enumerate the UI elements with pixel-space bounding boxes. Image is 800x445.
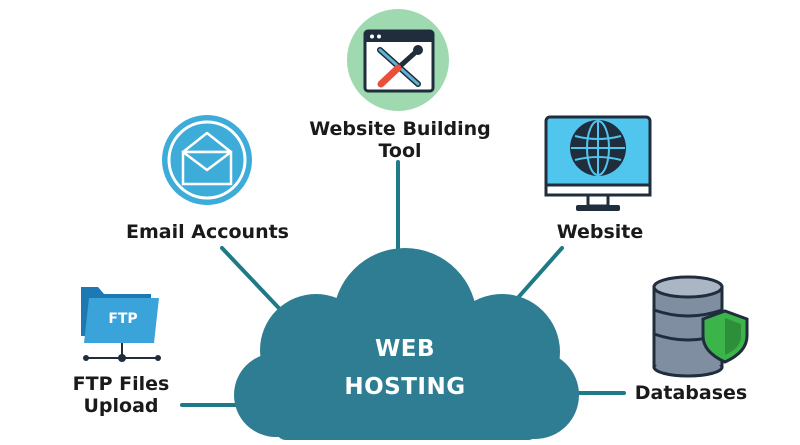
web-hosting-title: WEB HOSTING [320,330,490,406]
tools-window-icon [347,9,449,111]
website-building-tool-line2: Tool [378,140,422,162]
web-hosting-line1: WEB [374,336,436,362]
website-building-tool-line1: Website Building [309,118,491,140]
ftp-folder-icon [81,287,161,362]
website-building-tool-label: Website Building Tool [305,118,495,162]
ftp-icon-text: FTP [108,311,138,327]
database-shield-icon [652,275,749,378]
envelope-icon [162,115,252,205]
website-label: Website [556,221,644,243]
globe-monitor-icon [544,115,652,211]
ftp-files-upload-label: FTP Files Upload [56,373,186,417]
cloud-shape [234,248,579,440]
ftp-files-upload-line1: FTP Files [72,373,170,395]
web-hosting-line2: HOSTING [344,374,466,400]
ftp-files-upload-line2: Upload [83,395,159,417]
email-accounts-label: Email Accounts [126,221,289,243]
databases-label: Databases [634,382,748,404]
